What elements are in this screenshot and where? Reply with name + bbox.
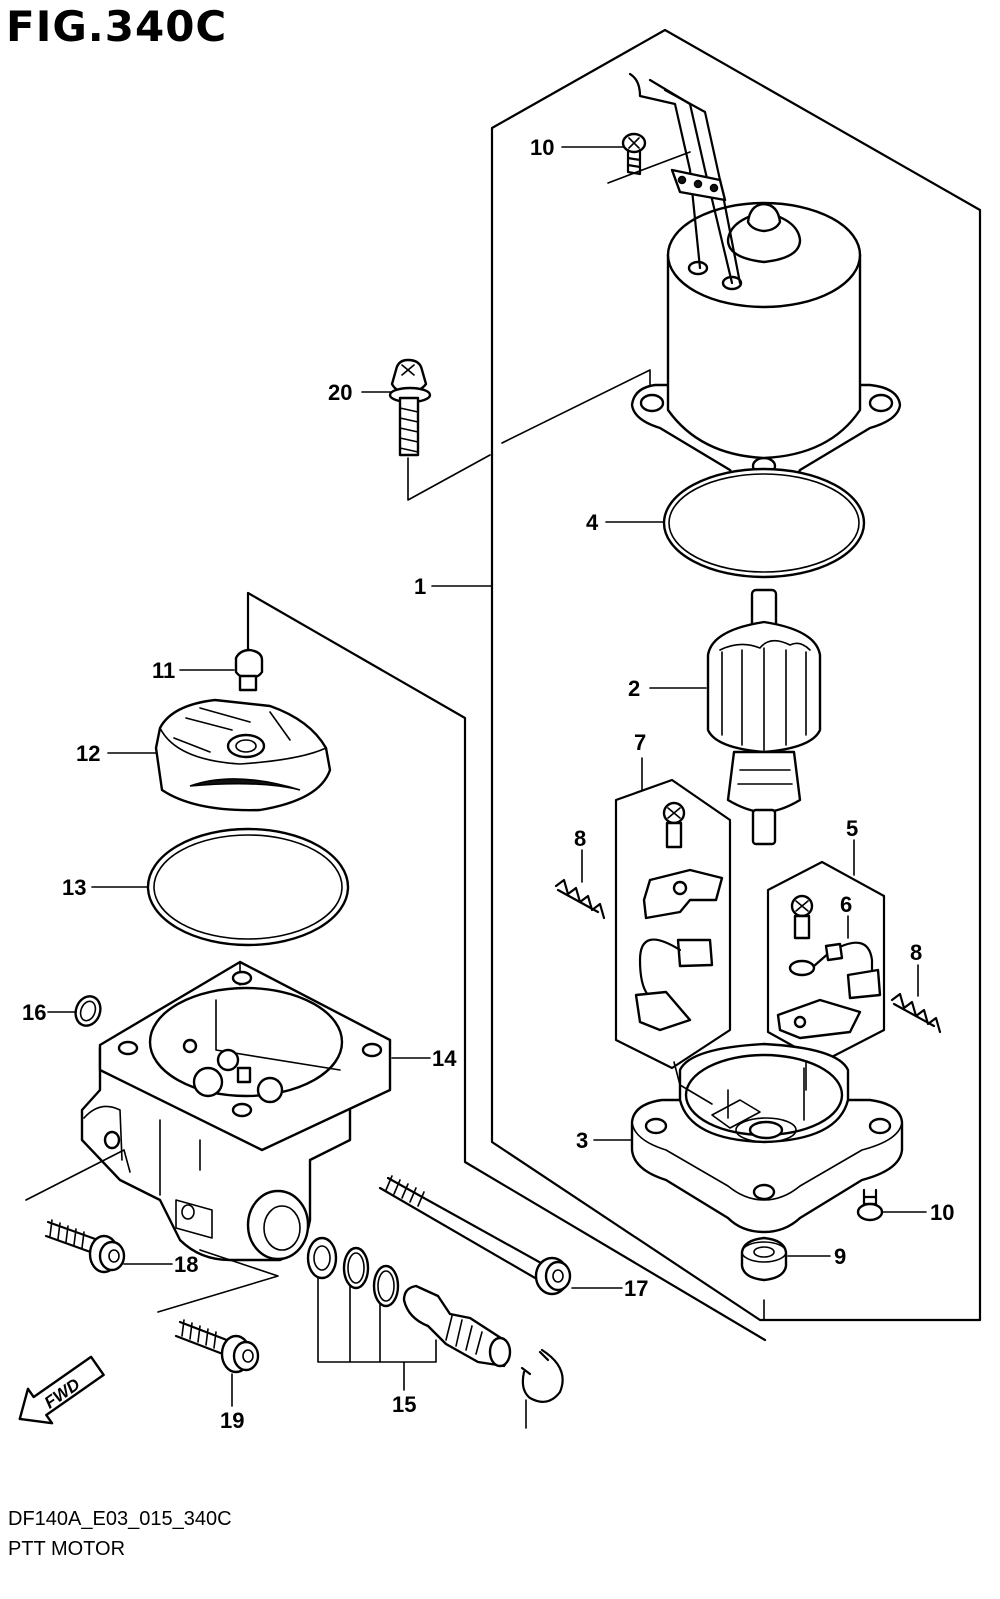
callout-10-bottom: 10 xyxy=(930,1200,954,1225)
assembly-name: PTT MOTOR xyxy=(8,1538,126,1560)
spring-8-left xyxy=(554,878,606,920)
end-cap-3 xyxy=(630,1042,904,1234)
figure-title: FIG.340C xyxy=(6,2,228,51)
o-ring-16 xyxy=(74,995,102,1027)
valve-kit-15 xyxy=(306,1236,564,1403)
callout-7: 7 xyxy=(634,730,646,755)
o-ring-13 xyxy=(146,827,350,947)
brush-holder-5 xyxy=(766,860,886,1064)
callout-18: 18 xyxy=(174,1252,198,1277)
o-ring-4 xyxy=(662,467,866,579)
spring-8-right xyxy=(890,992,942,1034)
callout-15: 15 xyxy=(392,1392,416,1417)
callout-labels: 1 2 3 4 5 6 7 8 8 9 10 10 11 12 13 14 15… xyxy=(22,135,954,1433)
brush-holder-7 xyxy=(614,778,732,1070)
callout-6: 6 xyxy=(840,892,852,917)
callout-2: 2 xyxy=(628,676,640,701)
drawing-code: DF140A_E03_015_340C xyxy=(8,1508,232,1530)
armature-2 xyxy=(706,588,822,846)
callout-5: 5 xyxy=(846,816,858,841)
callout-9: 9 xyxy=(834,1244,846,1269)
callout-1: 1 xyxy=(414,574,426,599)
callout-19: 19 xyxy=(220,1408,244,1433)
callout-10-top: 10 xyxy=(530,135,554,160)
bolt-20 xyxy=(388,358,432,457)
callout-14: 14 xyxy=(432,1046,457,1071)
callout-20: 20 xyxy=(328,380,352,405)
bolt-19 xyxy=(174,1319,260,1374)
callout-17: 17 xyxy=(624,1276,648,1301)
screw-10-bottom xyxy=(856,1188,884,1222)
pump-body-14 xyxy=(80,960,392,1262)
callout-8-left: 8 xyxy=(574,826,586,851)
bolt-17 xyxy=(378,1175,572,1296)
leader-lines xyxy=(25,146,927,1429)
callout-3: 3 xyxy=(576,1128,588,1153)
callout-16: 16 xyxy=(22,1000,46,1025)
assembly-outline xyxy=(246,28,982,1342)
bolt-18 xyxy=(44,1219,126,1274)
callout-11: 11 xyxy=(152,658,175,683)
callout-12: 12 xyxy=(76,741,100,766)
motor-housing xyxy=(630,201,902,496)
motor-cables xyxy=(628,72,742,285)
screw-10-top xyxy=(621,132,647,176)
callout-4: 4 xyxy=(586,510,599,535)
plate-12 xyxy=(154,698,332,812)
pin-11 xyxy=(234,648,264,692)
callout-8-right: 8 xyxy=(910,940,922,965)
callout-13: 13 xyxy=(62,875,86,900)
forward-arrow-icon: FWD xyxy=(18,1355,105,1425)
washer-9 xyxy=(740,1236,788,1282)
